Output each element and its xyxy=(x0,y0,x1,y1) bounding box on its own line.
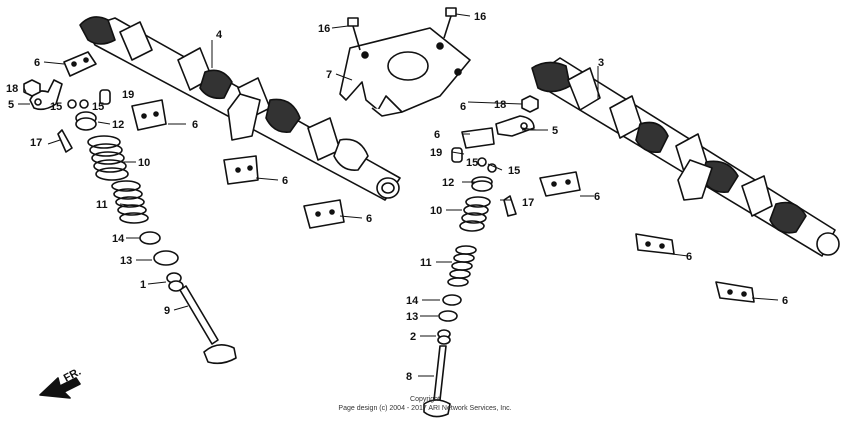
callout-13: 13 xyxy=(406,311,418,323)
callout-3: 3 xyxy=(598,57,604,69)
lock-nut-left[interactable] xyxy=(23,79,41,97)
callout-15: 15 xyxy=(466,157,478,169)
front-arrow-icon xyxy=(39,377,81,399)
callout-15: 15 xyxy=(92,101,104,113)
bolt-16-right[interactable] xyxy=(443,7,457,39)
clip-right[interactable] xyxy=(477,157,497,173)
rocker-arm-right[interactable] xyxy=(495,115,535,137)
callout-17: 17 xyxy=(522,197,534,209)
callout-13: 13 xyxy=(120,255,132,267)
rocker-shim-4[interactable] xyxy=(303,199,345,229)
callout-9: 9 xyxy=(164,305,170,317)
copyright-line-2: Page design (c) 2004 - 2017 ARI Network … xyxy=(338,405,512,412)
rocker-shim-8[interactable] xyxy=(715,281,755,303)
lock-nut-right[interactable] xyxy=(521,95,539,113)
adjust-bolt-left[interactable] xyxy=(57,129,73,153)
adjust-bolt-right[interactable] xyxy=(503,195,517,217)
bracket[interactable] xyxy=(339,27,471,117)
callout-18: 18 xyxy=(6,83,18,95)
rocker-shim-6[interactable] xyxy=(539,171,581,197)
callout-4: 4 xyxy=(216,29,223,41)
callout-1: 1 xyxy=(140,279,146,291)
callout-6: 6 xyxy=(192,119,198,131)
pin-right[interactable] xyxy=(451,147,463,163)
callout-17: 17 xyxy=(30,137,42,149)
rocker-shim-1[interactable] xyxy=(63,51,97,77)
callout-12: 12 xyxy=(112,119,124,131)
callout-16: 16 xyxy=(474,11,486,23)
callout-6: 6 xyxy=(434,129,440,141)
rocker-shim-2[interactable] xyxy=(131,99,167,131)
callout-6: 6 xyxy=(34,57,40,69)
callout-5: 5 xyxy=(552,125,558,137)
callout-19: 19 xyxy=(122,89,134,101)
callout-7: 7 xyxy=(326,69,332,81)
callout-6: 6 xyxy=(366,213,372,225)
camshaft-left[interactable] xyxy=(79,16,401,201)
rocker-shim-7[interactable] xyxy=(635,233,675,255)
callout-14: 14 xyxy=(112,233,125,245)
rocker-shim-3[interactable] xyxy=(223,155,259,185)
callouts: 4 3 6 18 5 15 15 19 12 6 17 10 11 14 13 … xyxy=(6,11,788,385)
callout-14: 14 xyxy=(406,295,419,307)
callout-5: 5 xyxy=(8,99,14,111)
front-direction-label: FR. xyxy=(62,366,83,385)
clip-left[interactable] xyxy=(67,99,89,109)
callout-18: 18 xyxy=(494,99,506,111)
valve-stack-right[interactable] xyxy=(423,176,493,418)
callout-6: 6 xyxy=(282,175,288,187)
bolt-16-left[interactable] xyxy=(347,17,361,51)
callout-19: 19 xyxy=(430,147,442,159)
callout-15: 15 xyxy=(508,165,520,177)
callout-6: 6 xyxy=(782,295,788,307)
camshaft-right[interactable] xyxy=(531,57,840,257)
callout-11: 11 xyxy=(420,257,432,269)
pin-left[interactable] xyxy=(99,89,111,105)
callout-6: 6 xyxy=(686,251,692,263)
rocker-shim-5[interactable] xyxy=(461,127,495,149)
callout-11: 11 xyxy=(96,199,108,211)
callout-15: 15 xyxy=(50,101,62,113)
callout-6: 6 xyxy=(594,191,600,203)
callout-2: 2 xyxy=(410,331,416,343)
copyright-line-1: Copyright xyxy=(410,396,440,403)
copyright-notice: Copyright Page design (c) 2004 - 2017 AR… xyxy=(0,395,850,413)
callout-16: 16 xyxy=(318,23,330,35)
callout-12: 12 xyxy=(442,177,454,189)
leader-lines xyxy=(18,13,779,377)
valve-stack-left[interactable] xyxy=(75,111,237,365)
callout-10: 10 xyxy=(138,157,150,169)
callout-10: 10 xyxy=(430,205,442,217)
callout-8: 8 xyxy=(406,371,412,383)
callout-6: 6 xyxy=(460,101,466,113)
